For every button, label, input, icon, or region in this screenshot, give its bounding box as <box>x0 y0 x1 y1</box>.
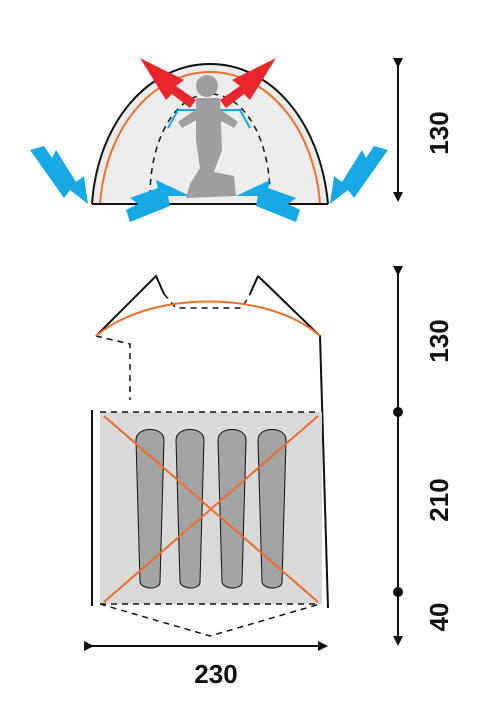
front-inner-tent <box>149 93 271 197</box>
dim-node-2 <box>393 587 403 597</box>
red-arrow-icon <box>140 58 276 108</box>
vestibule-inner-dashed <box>95 293 251 400</box>
front-height-label: 130 <box>424 111 454 154</box>
dim-node-1 <box>393 407 403 417</box>
cross-pole-2 <box>103 415 319 603</box>
width-label: 230 <box>194 659 237 689</box>
vestibule-depth-label: 130 <box>424 319 454 362</box>
sleeping-bag-icon <box>135 429 287 589</box>
top-view: 130 210 40 230 <box>84 266 454 689</box>
rear-depth-label: 40 <box>424 603 454 632</box>
front-dome-outline <box>91 62 329 205</box>
inner-length-label: 210 <box>424 478 454 521</box>
blue-arrow-icon <box>30 146 388 222</box>
front-pole <box>99 70 321 205</box>
floor-dashed-edge <box>99 411 321 637</box>
front-view: 130 <box>30 58 454 222</box>
kneeling-person-icon <box>178 75 238 198</box>
top-pole <box>95 300 321 337</box>
